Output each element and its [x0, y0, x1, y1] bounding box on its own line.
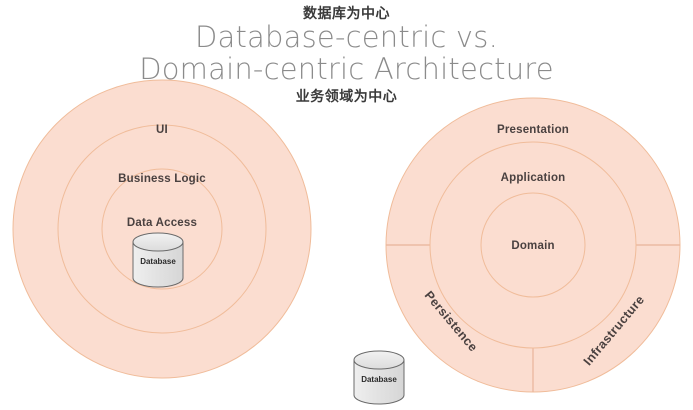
- left-ring-data-access: [101, 168, 223, 290]
- left-label-ui: UI: [156, 124, 168, 136]
- left-label-business-logic: Business Logic: [118, 173, 206, 185]
- chinese-annotation-bottom: 业务领域为中心: [295, 89, 398, 105]
- right-circle-group: Presentation Application Domain Persiste…: [385, 97, 681, 393]
- right-ring-domain: [480, 192, 586, 298]
- right-label-presentation: Presentation: [497, 124, 569, 136]
- center-database-label: Database: [361, 375, 397, 384]
- right-label-application: Application: [501, 172, 566, 184]
- left-circle-group: UI Business Logic Data Access Database: [12, 79, 312, 379]
- left-label-data-access: Data Access: [127, 217, 197, 229]
- center-database-cylinder: Database: [353, 350, 405, 405]
- chinese-annotation-top: 数据库为中心: [303, 6, 390, 22]
- right-label-domain: Domain: [511, 240, 554, 252]
- left-database-label: Database: [140, 257, 176, 266]
- left-database-cylinder: Database: [132, 232, 184, 288]
